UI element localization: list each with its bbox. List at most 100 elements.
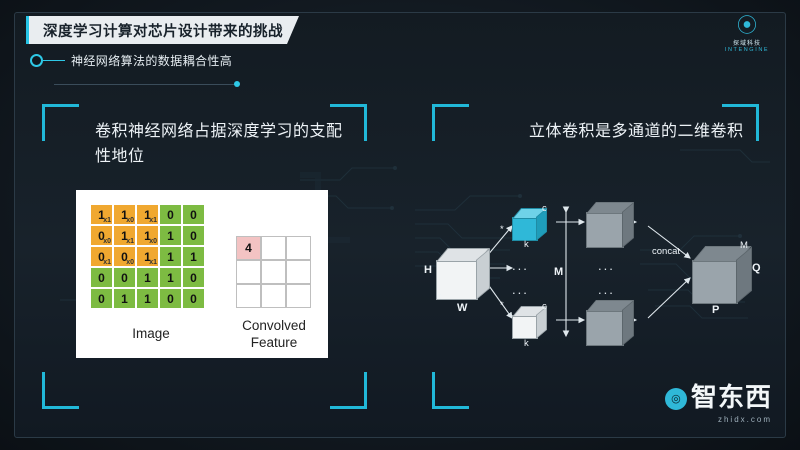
- feature-cell: 4: [236, 236, 261, 260]
- kernel-weight: x1: [149, 259, 157, 266]
- matrix-cell: 0: [113, 267, 136, 288]
- feature-cell: [236, 260, 261, 284]
- zhidx-logo-url: zhidx.com: [717, 415, 772, 424]
- zhidx-logo-text: 智东西: [690, 382, 772, 412]
- zhidx-logo: ◎智东西 zhidx.com: [664, 377, 772, 424]
- node-connector-line: [43, 60, 65, 61]
- bracket-top-right: [722, 104, 759, 141]
- input-tensor-cube: [436, 248, 490, 300]
- matrix-cell: 0: [90, 267, 113, 288]
- heading-right: 立体卷积是多通道的二维卷积: [529, 123, 744, 140]
- label-w: W: [457, 302, 468, 314]
- intengine-logo-en: INTENGINE: [724, 47, 770, 53]
- label-h: H: [424, 264, 432, 276]
- slide-title-bar: 深度学习计算对芯片设计带来的挑战: [26, 16, 299, 44]
- title-accent-bar: [26, 16, 29, 44]
- bracket-bottom-right-left-panel: [330, 372, 367, 409]
- matrix-cell: 1: [159, 267, 182, 288]
- feature-row: 4: [236, 236, 311, 260]
- kernel-cube-bottom: [512, 305, 548, 339]
- convolved-feature-matrix: 4: [236, 236, 311, 308]
- intengine-logo: ⦿ 探域科技 INTENGINE: [718, 16, 776, 53]
- ellipsis-mid-1: ...: [598, 258, 615, 273]
- feature-cell: [236, 284, 261, 308]
- matrix-cell: 1: [159, 225, 182, 246]
- subtitle-group: 神经网络算法的数据耦合性高: [30, 52, 232, 69]
- node-dot-icon: [30, 54, 43, 67]
- kernel-weight: x0: [126, 259, 134, 266]
- ellipsis-left-2: ...: [512, 282, 529, 297]
- label-k-top: k: [524, 239, 529, 250]
- kernel-cube-top: [512, 207, 548, 241]
- feature-map-cube-top: [586, 201, 635, 248]
- matrix-cell: 1: [136, 267, 159, 288]
- feature-cell: [261, 284, 286, 308]
- heading-left: 卷积神经网络占据深度学习的支配性地位: [95, 123, 343, 165]
- feature-row: [236, 284, 311, 308]
- intengine-logo-cn: 探域科技: [732, 41, 761, 47]
- zhidx-badge-icon: ◎: [664, 388, 687, 410]
- kernel-weight: x1: [103, 217, 111, 224]
- caption-convolved-feature: Convolved Feature: [242, 318, 306, 350]
- kernel-weight: x0: [149, 238, 157, 245]
- kernel-weight: x1: [149, 217, 157, 224]
- matrix-cell: 0: [159, 204, 182, 225]
- label-c-top: c: [542, 203, 547, 214]
- kernel-weight: x1: [103, 259, 111, 266]
- matrix-cell: 0: [182, 204, 205, 225]
- ellipsis-left-1: ...: [512, 258, 529, 273]
- plus-symbol-bottom: *: [500, 300, 504, 311]
- caption-image: Image: [132, 326, 170, 341]
- label-m-output: M: [740, 240, 748, 251]
- subtitle-underline: [54, 81, 240, 87]
- bracket-top-left: [42, 104, 79, 141]
- label-m-axis: M: [554, 266, 564, 278]
- kernel-weight: x1: [126, 238, 134, 245]
- matrix-cell: 1: [136, 288, 159, 309]
- kernel-weight: x0: [126, 217, 134, 224]
- bracket-bottom-left: [42, 372, 79, 409]
- feature-cell: [286, 236, 311, 260]
- bracket-top-right-left-panel: [330, 104, 367, 141]
- matrix-cell: 1: [113, 288, 136, 309]
- matrix-cell: 0: [159, 288, 182, 309]
- feature-cell: [286, 284, 311, 308]
- bracket-top-left-right-panel: [432, 104, 469, 141]
- label-q: Q: [752, 262, 761, 274]
- plus-symbol-top: *: [500, 224, 504, 235]
- matrix-cell: 0: [90, 288, 113, 309]
- feature-map-cube-bottom: [586, 299, 635, 346]
- label-p: P: [712, 304, 720, 316]
- feature-cell: [286, 260, 311, 284]
- feature-row: [236, 260, 311, 284]
- feature-cell: [261, 260, 286, 284]
- output-tensor-cube: [692, 246, 752, 304]
- label-c-bottom: c: [542, 301, 547, 312]
- intengine-mark-icon: ⦿: [737, 15, 757, 37]
- label-concat: concat: [652, 246, 680, 257]
- ellipsis-mid-2: ...: [598, 282, 615, 297]
- matrix-cell: 0: [182, 288, 205, 309]
- matrix-cell: 1: [182, 246, 205, 267]
- kernel-weight: x0: [103, 238, 111, 245]
- slide-subtitle: 神经网络算法的数据耦合性高: [71, 54, 233, 68]
- matrix-cell: 1: [159, 246, 182, 267]
- label-c-input: c: [437, 291, 442, 302]
